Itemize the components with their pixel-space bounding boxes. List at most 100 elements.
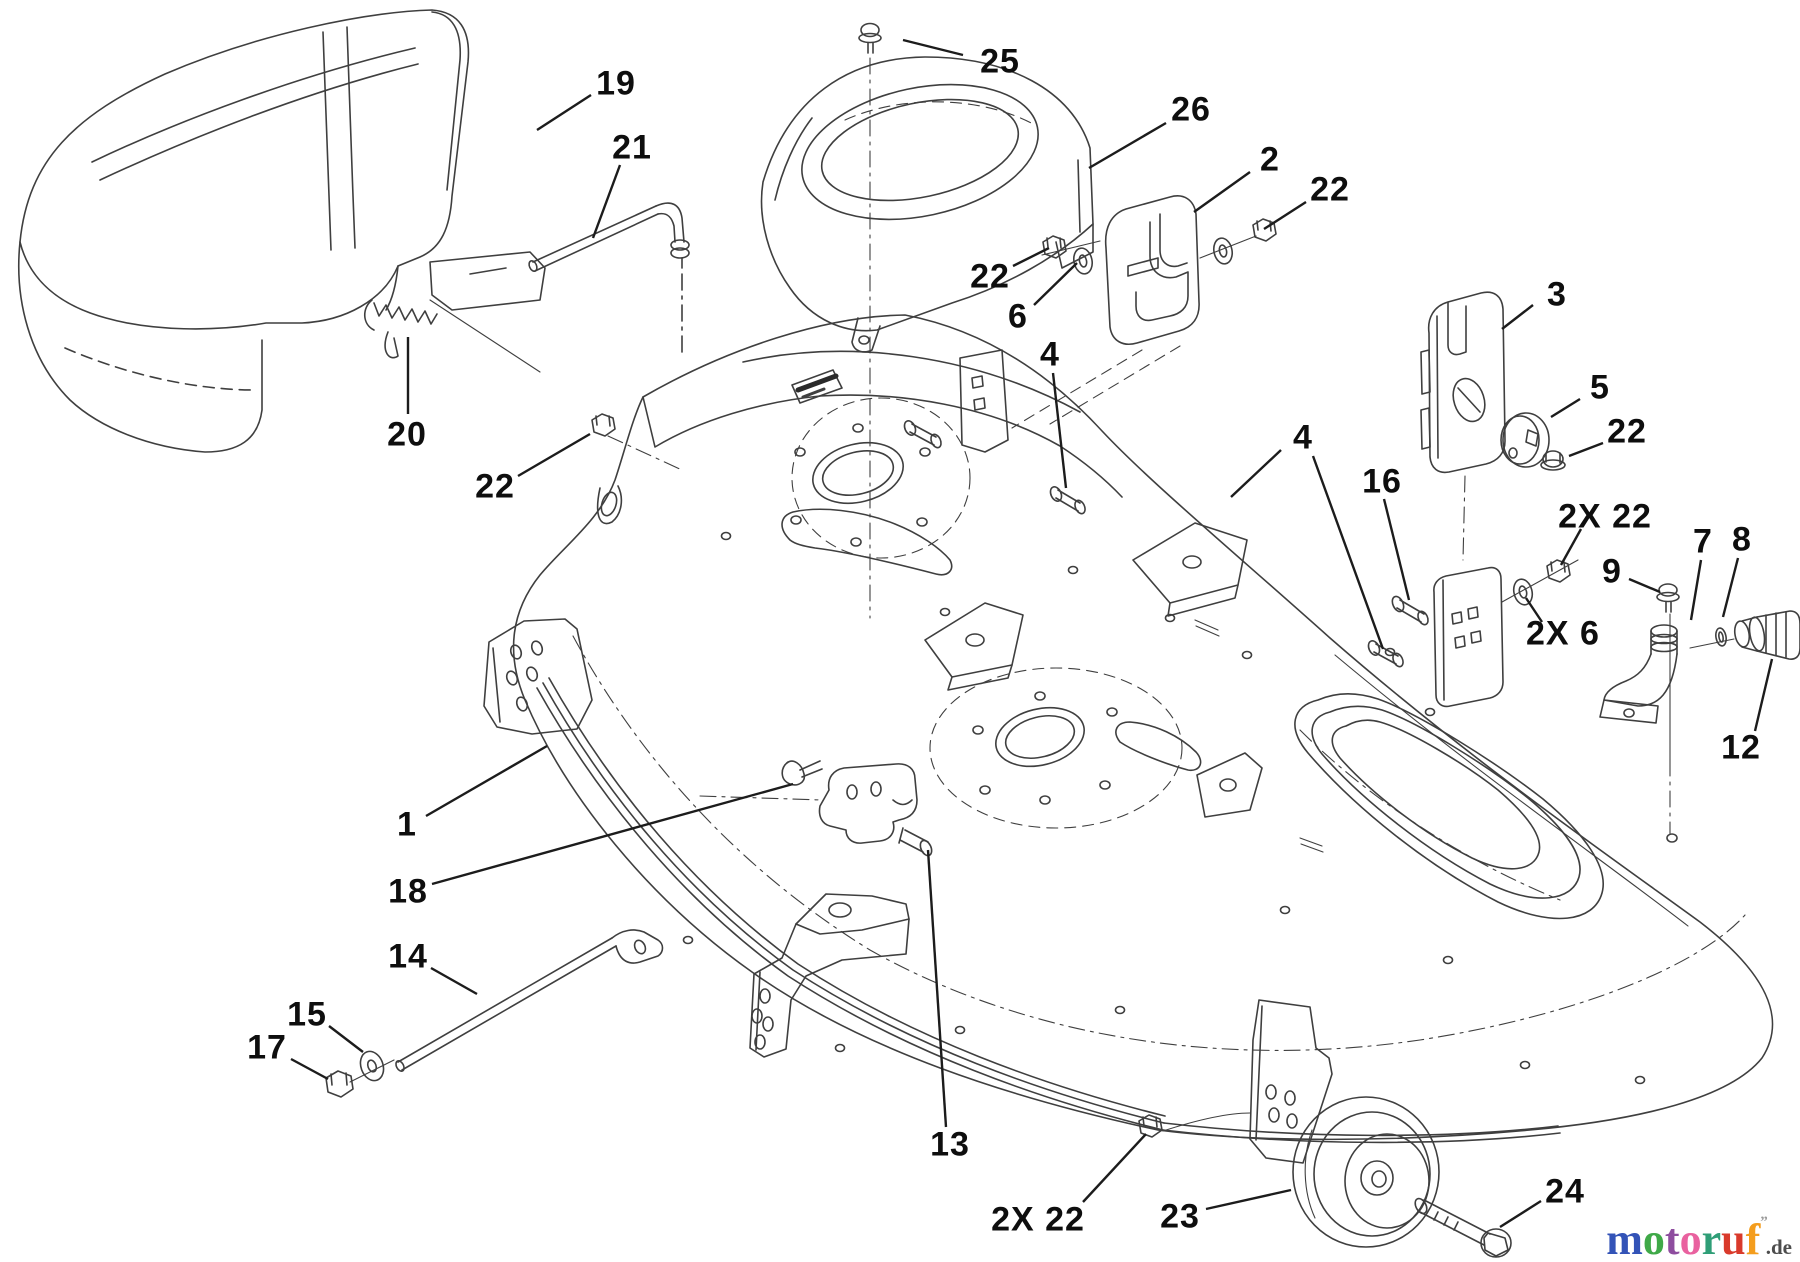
leader-line: [431, 782, 794, 886]
leader-line: [1193, 171, 1251, 213]
chute-spring: [363, 251, 546, 359]
motoruf-logo: motoruf” .de: [1606, 1215, 1792, 1262]
callout-13: 13: [930, 1125, 970, 1164]
callout-3: 3: [1547, 275, 1567, 314]
right-spindle-opening: [929, 667, 1202, 829]
leader-line: [1051, 372, 1068, 489]
leader-line: [1753, 658, 1774, 732]
leader-line: [517, 432, 591, 478]
callout-22: 22: [475, 467, 515, 506]
callout-21: 21: [612, 128, 652, 167]
leader-line: [1311, 455, 1385, 650]
callout-2x-22: 2X 22: [1558, 497, 1652, 536]
deck-nut-left: [429, 299, 683, 471]
callout-2x-22: 2X 22: [991, 1200, 1085, 1239]
leader-line: [1559, 528, 1583, 566]
leader-line: [1033, 262, 1078, 306]
logo-letter: o: [1642, 1215, 1665, 1262]
logo-letter: t: [1664, 1215, 1680, 1262]
cover-screw: [858, 22, 882, 619]
leader-line: [1012, 246, 1050, 268]
leader-line: [1205, 1188, 1292, 1211]
gauge-wheel: [1292, 1096, 1440, 1248]
leader-line: [1088, 121, 1167, 170]
callout-23: 23: [1160, 1197, 1200, 1236]
callout-2: 2: [1260, 140, 1280, 179]
callout-2x-6: 2X 6: [1526, 614, 1600, 653]
belt-guide-plates: [924, 522, 1263, 818]
nut-washer-right: [1199, 218, 1277, 265]
leader-line: [591, 164, 622, 239]
logo-tick: ”: [1760, 1214, 1767, 1230]
callout-8: 8: [1732, 520, 1752, 559]
callout-25: 25: [980, 42, 1020, 81]
leader-line: [536, 93, 592, 132]
logo-letter: f: [1745, 1215, 1761, 1262]
callout-18: 18: [388, 872, 428, 911]
callout-24: 24: [1545, 1172, 1585, 1211]
leader-line: [1628, 577, 1661, 594]
callout-16: 16: [1362, 462, 1402, 501]
leader-line: [1525, 597, 1543, 623]
callout-22: 22: [1607, 412, 1647, 451]
leader-line: [1568, 441, 1604, 458]
leader-line: [902, 38, 964, 57]
callout-4: 4: [1293, 418, 1313, 457]
leader-line: [430, 966, 478, 996]
callout-5: 5: [1590, 368, 1610, 407]
bracket-2: [1011, 195, 1200, 429]
logo-letter: r: [1701, 1215, 1722, 1262]
leader-line: [1230, 449, 1282, 498]
wheel-bolt: [1414, 1197, 1512, 1258]
height-rod: [325, 929, 664, 1098]
leader-line: [1501, 304, 1534, 330]
adjuster-disc-5: [1500, 412, 1566, 471]
callout-14: 14: [388, 937, 428, 976]
belt-cover: [760, 56, 1094, 353]
leader-line: [1689, 559, 1703, 621]
leader-line: [1499, 1199, 1542, 1229]
leader-line: [425, 744, 548, 818]
rear-pocket: [1294, 693, 1604, 920]
logo-word: motoruf: [1606, 1215, 1760, 1262]
leader-line: [1082, 1133, 1147, 1203]
wheel-bracket: [1249, 999, 1333, 1164]
front-hanger-bracket: [749, 893, 910, 1058]
callout-4: 4: [1040, 335, 1060, 374]
left-spindle-opening: [781, 397, 971, 576]
callout-17: 17: [247, 1028, 287, 1067]
flange-nut-bottom: [1138, 1112, 1251, 1138]
logo-suffix: .de: [1765, 1235, 1792, 1259]
leader-line: [328, 1025, 364, 1053]
leader-line: [1263, 200, 1307, 231]
deck-bracket-pins: [903, 349, 1404, 668]
callout-20: 20: [387, 415, 427, 454]
callout-22: 22: [1310, 170, 1350, 209]
logo-letter: o: [1679, 1215, 1702, 1262]
logo-letter: m: [1606, 1215, 1643, 1262]
washout-fitting: [1599, 583, 1800, 835]
discharge-chute: [17, 9, 470, 453]
leader-line: [1382, 498, 1411, 601]
callout-7: 7: [1693, 522, 1713, 561]
deck-shell: [512, 314, 1774, 1144]
logo-letter: u: [1721, 1215, 1746, 1262]
callout-6: 6: [1008, 297, 1028, 336]
leader-line: [926, 849, 948, 1128]
front-left-bracket: [483, 618, 593, 735]
height-hanger-bracket: [699, 760, 933, 857]
bracket-16-area: [1391, 559, 1579, 708]
nut-washer-left: [1041, 235, 1101, 275]
callout-26: 26: [1171, 90, 1211, 129]
leader-line: [1721, 557, 1740, 618]
bracket-3: [1420, 291, 1506, 561]
leader-line: [290, 1057, 329, 1081]
callout-1: 1: [397, 805, 417, 844]
callout-9: 9: [1602, 552, 1622, 591]
callout-12: 12: [1721, 728, 1761, 767]
callout-19: 19: [596, 64, 636, 103]
callout-15: 15: [287, 995, 327, 1034]
